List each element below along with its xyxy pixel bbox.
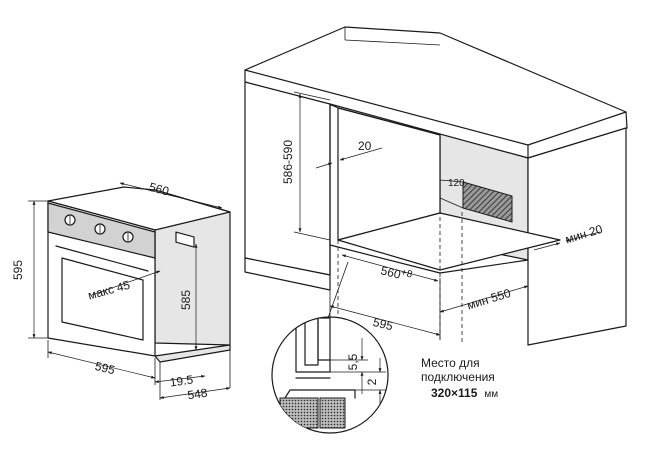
dim-detail-a: 5,5 [346,353,360,370]
oven-drawing: 595 560 585 макс 45 595 19.5 548 [11,180,231,403]
oven-handle [55,245,149,272]
connection-note-line1: Место для [421,356,480,370]
dim-oven-depth-total: 548 [187,386,209,403]
dim-vent-angle: 120 [448,178,465,189]
dim-cabinet-front-width: 595 [372,315,395,334]
oven-knob-icon [64,214,134,243]
detail-magnifier: 5,5 2 [271,316,389,434]
connection-note: Место для подключения 320×115 мм [421,356,498,401]
vent-opening [462,181,513,223]
oven-display [175,231,195,248]
dim-cabinet-height: 586-590 [281,140,295,184]
dim-oven-height: 595 [11,260,25,280]
cabinet-drawing: 120 586-590 20 560+8 595 мин 550 мин 20 [244,26,628,346]
connection-note-line2: подключения [421,370,495,384]
dim-cabinet-min-depth: мин 550 [465,286,512,313]
dim-cabinet-gap: 20 [358,139,372,153]
connection-size: 320×115 мм [431,384,498,401]
dim-oven-depth-front: 19.5 [169,372,194,389]
dim-cabinet-inner-width: 560+8 [379,262,414,284]
oven-plinth [154,344,231,363]
dim-oven-height-front: 585 [179,290,193,310]
dim-oven-width-top: 560 [148,180,171,199]
oven-door-window [61,257,144,341]
dim-detail-b: 2 [365,378,379,385]
dim-oven-width-bottom: 595 [94,359,117,378]
